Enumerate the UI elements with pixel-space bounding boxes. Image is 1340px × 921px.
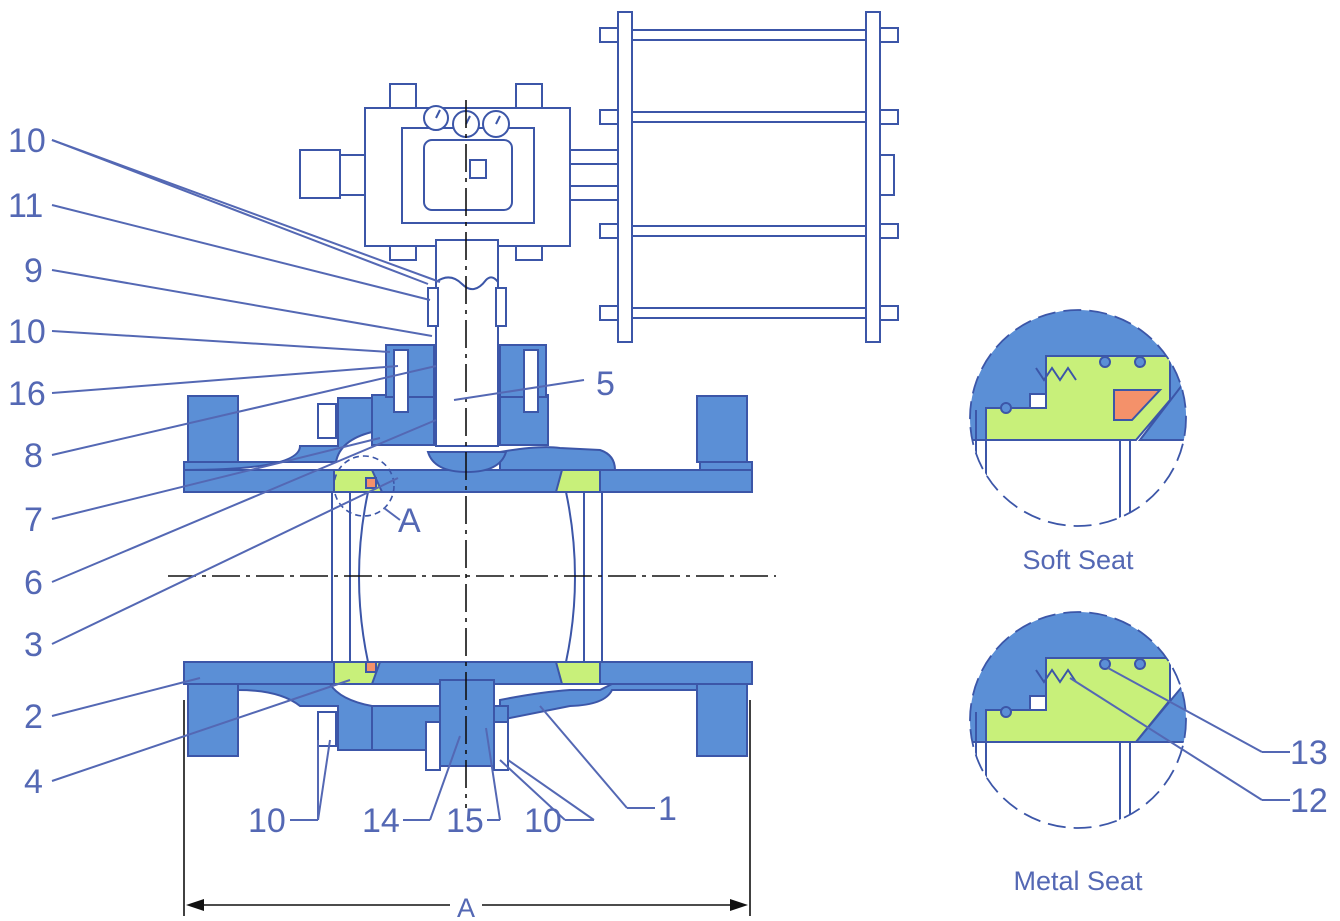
- metal-seat-caption: Metal Seat: [1013, 866, 1143, 896]
- valve-body: [183, 239, 753, 771]
- callout-10-b: 10: [8, 313, 46, 351]
- callout-3: 3: [24, 626, 43, 664]
- callout-11: 11: [8, 187, 43, 225]
- callout-detail-a: A: [398, 502, 421, 540]
- dimension-label: A: [457, 893, 475, 921]
- callout-10-d: 10: [524, 802, 562, 840]
- callout-8: 8: [24, 437, 43, 475]
- callout-15: 15: [446, 802, 484, 840]
- callout-9: 9: [24, 252, 43, 290]
- callout-7: 7: [24, 501, 43, 539]
- callout-6: 6: [24, 564, 43, 602]
- callout-16: 16: [8, 375, 46, 413]
- callout-4: 4: [24, 763, 43, 801]
- callout-10-c: 10: [248, 802, 286, 840]
- soft-seat-caption: Soft Seat: [1022, 545, 1134, 575]
- callout-2: 2: [24, 698, 43, 736]
- leader-lines: [51, 139, 655, 821]
- callout-5: 5: [596, 365, 615, 403]
- positioner-housing: [299, 83, 619, 261]
- soft-seat-detail: [969, 309, 1187, 527]
- metal-seat-detail: [969, 611, 1290, 829]
- dimension-a: A: [183, 700, 751, 921]
- callout-1: 1: [658, 790, 677, 828]
- callout-14: 14: [362, 802, 400, 840]
- callout-10-a: 10: [8, 122, 46, 160]
- actuator-cylinder: [599, 11, 899, 343]
- callout-12: 12: [1290, 782, 1328, 820]
- callout-13: 13: [1290, 734, 1328, 772]
